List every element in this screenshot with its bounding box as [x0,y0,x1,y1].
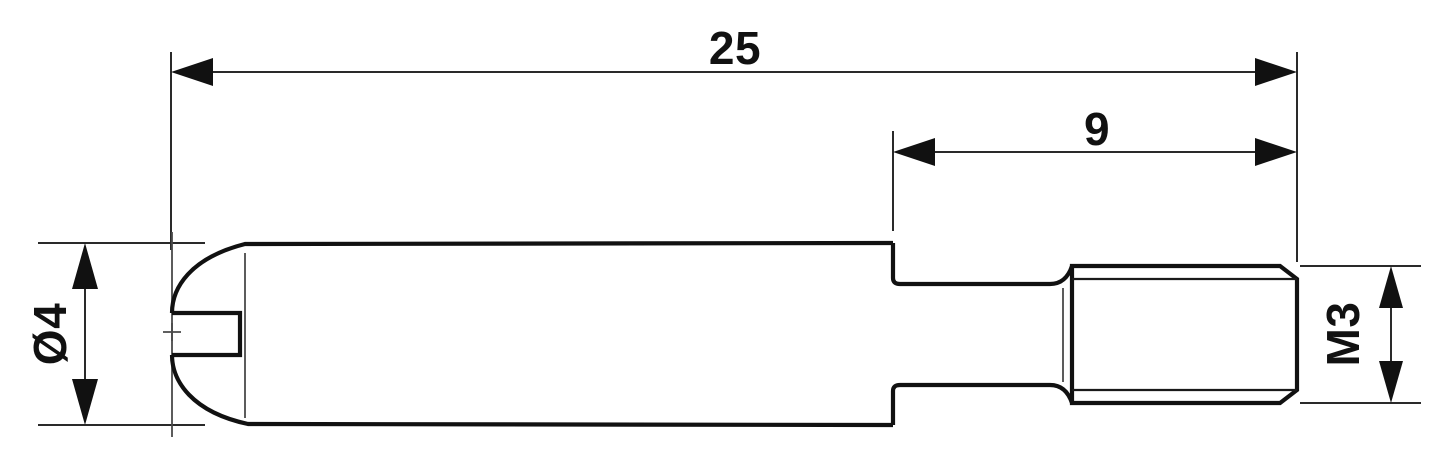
part-outline [169,240,1300,428]
dimension-label-dia: Ø4 [24,303,76,365]
dimension-shank-diameter: Ø4 [24,243,98,425]
dimension-thread-offset: 9 [893,103,1297,166]
thread-major-outline [1069,263,1300,406]
arrow-head-left-9 [893,138,935,166]
arrow-head-left-25 [171,58,213,86]
arrow-head-bottom-m3 [1379,361,1403,403]
arrow-head-bottom-dia [72,379,98,425]
dimension-overall-length: 25 [171,22,1297,86]
slot-profile [172,310,243,358]
extension-lines [38,52,1421,426]
step-top [890,243,1074,287]
nose-arc-lower [169,354,894,428]
nose-arc-upper [169,240,894,314]
dimension-label-m3: M3 [1317,302,1369,367]
dimension-thread-size: M3 [1317,266,1403,403]
arrow-head-top-dia [72,243,98,289]
step-bottom [890,382,1074,425]
center-lines [163,232,1064,437]
dimension-label-25: 25 [709,22,761,74]
arrow-head-right-25 [1255,58,1297,86]
arrow-head-top-m3 [1379,266,1403,308]
arrow-head-right-9 [1255,138,1297,166]
dimension-label-9: 9 [1084,103,1110,155]
